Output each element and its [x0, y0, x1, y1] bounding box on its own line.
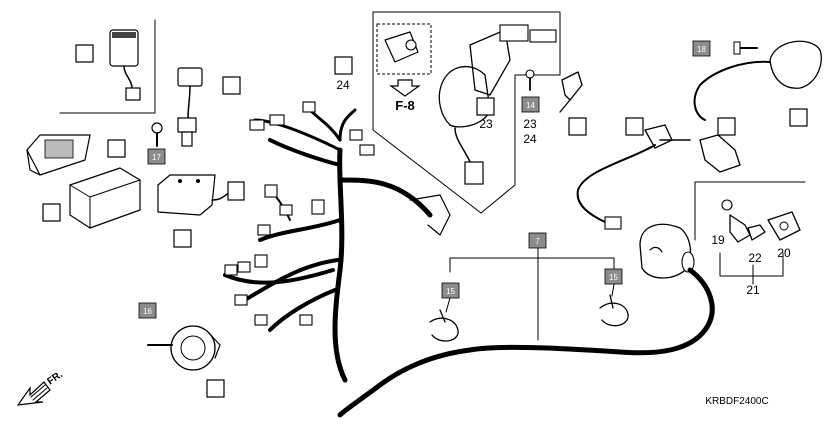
conduit-wire	[337, 267, 715, 418]
leader-19-22-21-20	[719, 252, 784, 285]
label-23-key: 23	[523, 117, 537, 131]
label-21: 21	[746, 283, 760, 297]
cylinder-component	[639, 223, 695, 279]
group-border-ignition	[372, 11, 561, 214]
callout-14-label: 14	[526, 101, 535, 110]
bracket-20	[767, 211, 801, 241]
label-24-key: 24	[523, 132, 537, 146]
callout-boxes	[42, 44, 808, 398]
callout-15-right-label: 15	[609, 273, 618, 282]
callout-18-label: 18	[697, 45, 706, 54]
label-23-ignition: 23	[479, 117, 493, 131]
callout-15-right: 15	[604, 268, 623, 285]
rubber-mount	[26, 134, 91, 176]
leader-15-left	[445, 297, 451, 313]
ignition-coil	[693, 40, 822, 121]
bolt-17-part	[151, 122, 163, 147]
bolt-14-part	[525, 69, 535, 91]
callout-14: 14	[521, 96, 540, 113]
callout-16-label: 16	[143, 307, 152, 316]
relay-component-top-left	[109, 29, 141, 101]
leader-7	[449, 247, 615, 341]
cdi-unit	[157, 174, 245, 216]
label-20: 20	[777, 246, 791, 260]
callout-17: 17	[147, 148, 166, 165]
front-marker: FR.	[45, 369, 65, 387]
pipe-fitting-19-22	[721, 199, 766, 243]
group-border-top-left	[59, 19, 156, 114]
callout-7: 7	[528, 232, 547, 249]
reference-code: KRBDF2400C	[705, 396, 768, 407]
control-unit-box	[69, 167, 141, 229]
horn	[147, 325, 221, 371]
label-19: 19	[711, 233, 725, 247]
down-arrow-icon	[389, 79, 421, 97]
wire-harness	[223, 101, 451, 383]
group-border-bracket-right	[694, 181, 806, 241]
callout-18: 18	[692, 40, 711, 57]
key-cylinder-inset	[384, 31, 419, 63]
clip-15-left	[429, 309, 459, 342]
sensor-wire	[576, 144, 656, 230]
front-arrow-icon	[16, 381, 51, 406]
clip-15-right	[599, 294, 629, 327]
key	[559, 71, 583, 113]
ignition-switch	[438, 24, 557, 185]
label-22: 22	[748, 251, 762, 265]
callout-16: 16	[138, 302, 157, 319]
section-reference: F-8	[395, 98, 415, 113]
inset-dashed-box	[376, 23, 432, 75]
callout-15-left-label: 15	[446, 287, 455, 296]
callout-15-left: 15	[441, 282, 460, 299]
leader-15-right	[611, 283, 615, 297]
small-relay	[177, 67, 203, 147]
callout-17-label: 17	[152, 153, 161, 162]
callout-7-label: 7	[535, 237, 540, 246]
label-24-inset: 24	[336, 78, 350, 92]
